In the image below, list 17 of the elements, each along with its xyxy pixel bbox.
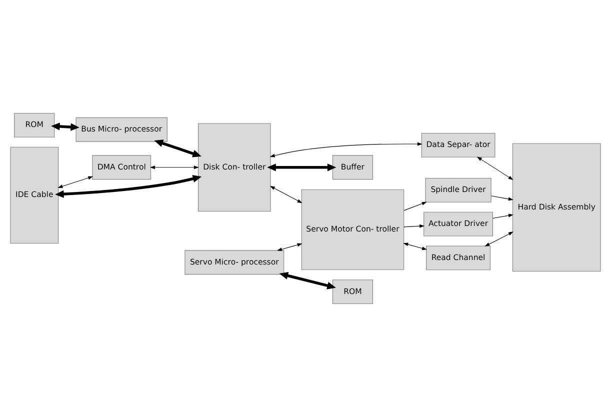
arrow	[404, 224, 425, 228]
arrow	[403, 242, 428, 250]
arrow	[270, 142, 422, 158]
arrow	[58, 176, 94, 188]
arrow	[55, 174, 202, 198]
arrow	[492, 214, 514, 218]
arrow	[476, 156, 514, 180]
arrow	[490, 196, 514, 201]
arrow	[51, 122, 80, 131]
arrow	[279, 272, 336, 290]
arrow	[150, 166, 199, 170]
arrow	[267, 164, 336, 172]
arrow	[270, 186, 302, 204]
arrow	[154, 140, 202, 158]
arrow	[484, 232, 514, 246]
arrow	[276, 243, 302, 251]
arrow	[404, 202, 427, 211]
